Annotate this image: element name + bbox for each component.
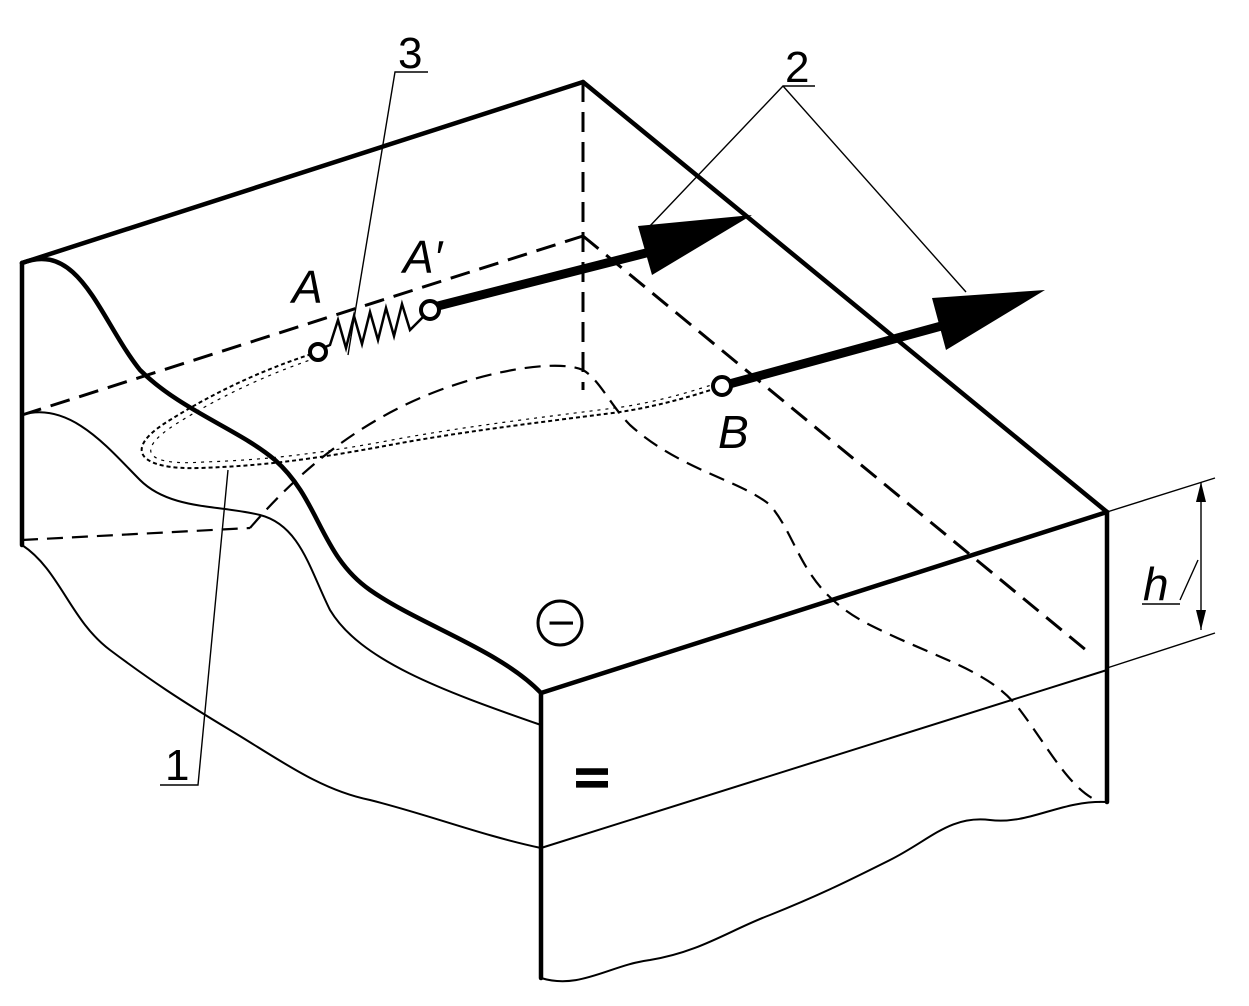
dim-ext-top bbox=[1106, 477, 1216, 513]
callout-leaders bbox=[160, 71, 1216, 786]
front-layer-boundary bbox=[540, 669, 1108, 849]
hidden-plane-right bbox=[582, 234, 1093, 657]
force-arrow-a-prime-head bbox=[638, 215, 752, 275]
leader-1 bbox=[160, 469, 229, 786]
layer-symbol-lower: II bbox=[566, 765, 618, 791]
left-layer-boundary bbox=[21, 411, 542, 726]
callout-2: 2 bbox=[785, 43, 809, 92]
layer-symbol-upper-text: I bbox=[543, 618, 581, 627]
layer-symbol-upper: I bbox=[536, 599, 584, 647]
label-point-a-prime: A′ bbox=[400, 231, 444, 283]
hidden-edges bbox=[21, 82, 1101, 804]
points bbox=[308, 299, 733, 397]
spring bbox=[317, 299, 429, 353]
force-arrow-a-prime-shaft bbox=[428, 247, 652, 313]
point-a-marker bbox=[308, 342, 328, 362]
hidden-curve bbox=[249, 364, 1101, 804]
chain bbox=[140, 351, 723, 470]
point-a-prime-marker bbox=[419, 299, 441, 321]
left-lower-wave bbox=[21, 544, 542, 849]
leader-2b bbox=[782, 85, 967, 293]
wavy-top-cut-edge bbox=[19, 256, 544, 696]
top-right-edge bbox=[580, 79, 1110, 515]
label-point-a: A bbox=[289, 261, 323, 313]
chain-loop-inner bbox=[150, 357, 721, 464]
h-leader bbox=[1142, 559, 1199, 605]
point-b-marker bbox=[711, 375, 733, 397]
label-point-b: B bbox=[718, 406, 749, 458]
dim-ext-bottom bbox=[1106, 632, 1216, 669]
layer-symbol-upper-circle bbox=[536, 599, 584, 647]
front-top-edge bbox=[538, 509, 1110, 696]
layer-symbol-lower-text: II bbox=[566, 765, 618, 791]
leader-3 bbox=[347, 71, 428, 356]
dim-arrow-top bbox=[1196, 482, 1206, 502]
force-arrow-b-shaft bbox=[720, 320, 947, 391]
force-arrow-b-head bbox=[932, 290, 1045, 350]
block-outline bbox=[19, 79, 1110, 981]
top-back-edge bbox=[19, 79, 586, 266]
hidden-plane-back bbox=[21, 234, 584, 417]
hidden-left-bottom bbox=[21, 526, 251, 542]
dim-arrow-bottom bbox=[1196, 610, 1206, 630]
force-arrows bbox=[428, 215, 1045, 391]
thickness-label: h bbox=[1143, 558, 1169, 610]
chain-loop bbox=[140, 351, 723, 470]
bottom-front-wave bbox=[540, 800, 1108, 983]
callout-3: 3 bbox=[398, 29, 422, 78]
layer-boundaries bbox=[21, 411, 1108, 983]
callout-1: 1 bbox=[165, 741, 189, 790]
